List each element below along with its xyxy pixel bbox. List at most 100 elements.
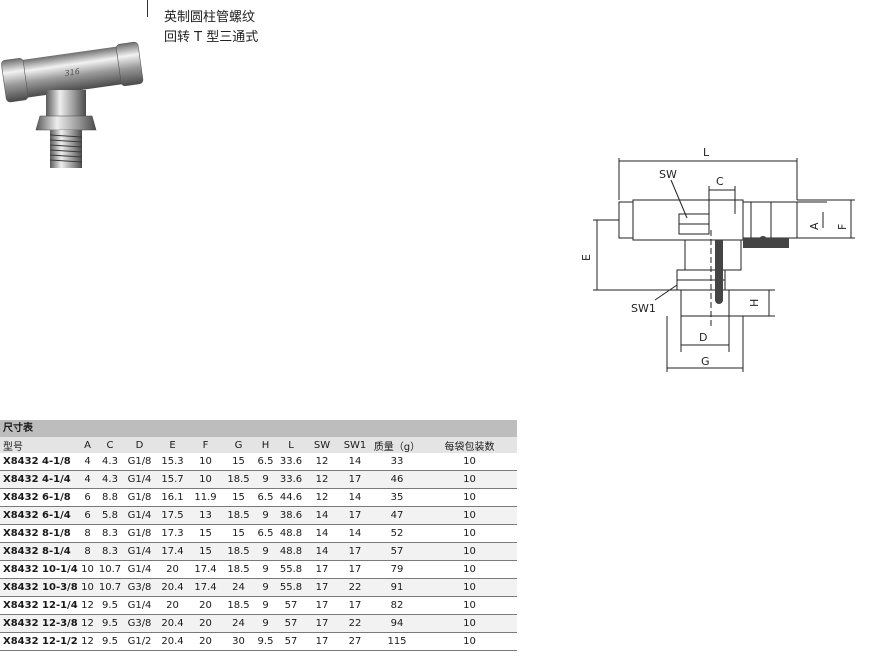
value-cell: 8.3	[97, 542, 123, 561]
model-cell: X8432 10-1/4	[0, 560, 78, 579]
model-cell: X8432 6-1/8	[0, 488, 78, 507]
value-cell: G3/8	[123, 578, 156, 597]
value-cell: 12	[78, 596, 97, 615]
value-cell: 14	[338, 453, 372, 471]
value-cell: 38.6	[276, 506, 306, 525]
value-cell: 8	[78, 542, 97, 561]
value-cell: 35	[372, 488, 422, 507]
value-cell: 79	[372, 560, 422, 579]
value-cell: G1/8	[123, 488, 156, 507]
value-cell: 30	[222, 632, 255, 651]
value-cell: G1/4	[123, 596, 156, 615]
value-cell: 6	[78, 506, 97, 525]
column-header: G	[222, 437, 255, 453]
value-cell: G1/8	[123, 453, 156, 471]
value-cell: 15.3	[156, 453, 189, 471]
dim-D: D	[699, 331, 707, 344]
value-cell: 27	[338, 632, 372, 651]
photo-marking: 316	[64, 67, 80, 78]
product-title: 英制圆柱管螺纹 回转 T 型三通式	[164, 8, 258, 48]
model-cell: X8432 12-1/4	[0, 596, 78, 615]
value-cell: 9	[255, 596, 276, 615]
value-cell: 17	[306, 560, 338, 579]
value-cell: 17.3	[156, 524, 189, 543]
value-cell: 10	[422, 488, 517, 507]
value-cell: 9.5	[97, 596, 123, 615]
value-cell: 48.8	[276, 524, 306, 543]
value-cell: 10	[422, 506, 517, 525]
value-cell: 10	[422, 470, 517, 489]
value-cell: 12	[78, 632, 97, 651]
value-cell: 10	[189, 470, 222, 489]
value-cell: 48.8	[276, 542, 306, 561]
value-cell: 15	[222, 488, 255, 507]
value-cell: 18.5	[222, 560, 255, 579]
value-cell: 15	[189, 542, 222, 561]
title-divider	[147, 0, 148, 17]
model-cell: X8432 12-1/2	[0, 632, 78, 651]
value-cell: 9	[255, 470, 276, 489]
value-cell: 46	[372, 470, 422, 489]
value-cell: 18.5	[222, 506, 255, 525]
value-cell: 22	[338, 614, 372, 633]
value-cell: 9.5	[255, 632, 276, 651]
dim-SW: SW	[659, 168, 677, 181]
value-cell: 33.6	[276, 453, 306, 471]
value-cell: 14	[306, 524, 338, 543]
value-cell: G1/4	[123, 560, 156, 579]
value-cell: 14	[338, 488, 372, 507]
value-cell: G3/8	[123, 614, 156, 633]
value-cell: 17.4	[189, 578, 222, 597]
column-header: 质量（g）	[372, 437, 422, 453]
value-cell: 12	[78, 614, 97, 633]
value-cell: 4.3	[97, 470, 123, 489]
value-cell: 18.5	[222, 596, 255, 615]
title-line-1: 英制圆柱管螺纹	[164, 10, 256, 25]
value-cell: 10	[422, 632, 517, 651]
value-cell: 13	[189, 506, 222, 525]
value-cell: 33.6	[276, 470, 306, 489]
value-cell: 20	[189, 632, 222, 651]
value-cell: 5.8	[97, 506, 123, 525]
value-cell: G1/2	[123, 632, 156, 651]
value-cell: 9.5	[97, 614, 123, 633]
value-cell: 10	[422, 453, 517, 471]
value-cell: 17.4	[189, 560, 222, 579]
value-cell: 17	[338, 542, 372, 561]
value-cell: 10	[78, 578, 97, 597]
value-cell: 16.1	[156, 488, 189, 507]
product-photo: 316	[1, 41, 144, 168]
value-cell: 44.6	[276, 488, 306, 507]
value-cell: 6.5	[255, 488, 276, 507]
value-cell: 15	[189, 524, 222, 543]
value-cell: 12	[306, 453, 338, 471]
value-cell: 57	[276, 614, 306, 633]
value-cell: 6.5	[255, 453, 276, 471]
value-cell: 17	[306, 614, 338, 633]
model-cell: X8432 4-1/4	[0, 470, 78, 489]
column-header: 型号	[0, 437, 78, 453]
model-cell: X8432 4-1/8	[0, 453, 78, 471]
value-cell: 4.3	[97, 453, 123, 471]
column-header: 每袋包装数	[422, 437, 517, 453]
value-cell: 17	[338, 560, 372, 579]
value-cell: 11.9	[189, 488, 222, 507]
column-header: H	[255, 437, 276, 453]
title-line-2: 回转 T 型三通式	[164, 30, 259, 45]
value-cell: 20	[156, 596, 189, 615]
column-header: D	[123, 437, 156, 453]
value-cell: 18.5	[222, 542, 255, 561]
value-cell: 24	[222, 578, 255, 597]
dim-C: C	[716, 175, 724, 188]
value-cell: 14	[306, 506, 338, 525]
value-cell: 14	[306, 542, 338, 561]
column-header: SW	[306, 437, 338, 453]
value-cell: 57	[372, 542, 422, 561]
column-header: F	[189, 437, 222, 453]
